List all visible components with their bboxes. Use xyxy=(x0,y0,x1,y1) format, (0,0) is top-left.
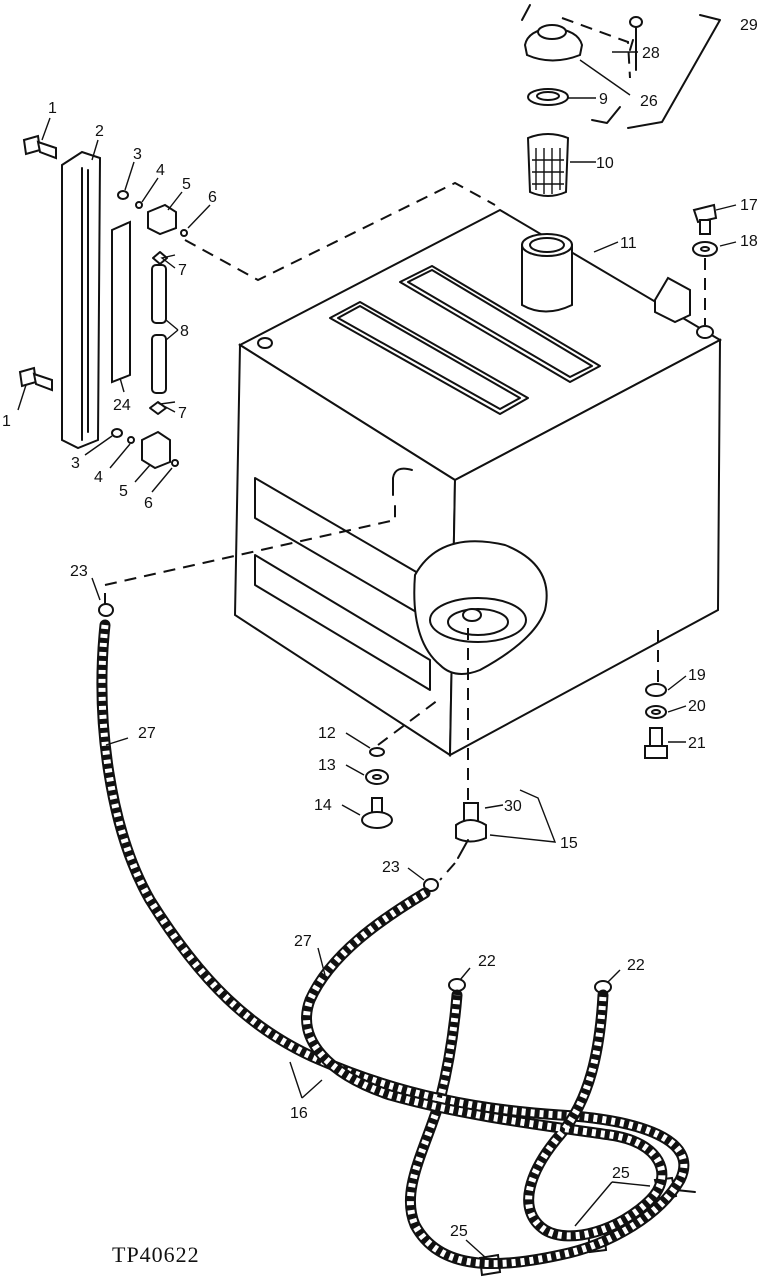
callout-3-top: 3 xyxy=(133,146,142,163)
callout-23-left: 23 xyxy=(70,563,88,580)
callout-26: 26 xyxy=(640,93,658,110)
callout-22-left: 22 xyxy=(478,953,496,970)
callout-30: 30 xyxy=(504,798,522,815)
callout-24: 24 xyxy=(113,397,131,414)
callout-1-top: 1 xyxy=(48,100,57,117)
callout-11: 11 xyxy=(620,235,637,252)
callout-16: 16 xyxy=(290,1105,308,1122)
tank-assembly xyxy=(233,208,723,757)
callout-13: 13 xyxy=(318,757,336,774)
callout-15: 15 xyxy=(560,835,578,852)
callout-23-center: 23 xyxy=(382,859,400,876)
callout-14: 14 xyxy=(314,797,332,814)
drain-hardware xyxy=(98,203,718,1277)
callout-28: 28 xyxy=(642,45,660,62)
callout-17: 17 xyxy=(740,197,758,214)
callout-5-bottom: 5 xyxy=(119,483,128,500)
callout-3-bottom: 3 xyxy=(71,455,80,472)
callout-6-bottom: 6 xyxy=(144,495,153,512)
callout-4-top: 4 xyxy=(156,162,165,179)
figure-code: TP40622 xyxy=(112,1242,200,1267)
callout-21: 21 xyxy=(688,735,706,752)
callout-8: 8 xyxy=(180,323,189,340)
callout-10: 10 xyxy=(596,155,614,172)
callout-22-right: 22 xyxy=(627,957,645,974)
callout-9: 9 xyxy=(599,91,608,108)
callout-7-top: 7 xyxy=(178,262,187,279)
callout-19: 19 xyxy=(688,667,706,684)
callout-29: 29 xyxy=(740,17,758,34)
callout-18: 18 xyxy=(740,233,758,250)
callout-4-bottom: 4 xyxy=(94,469,103,486)
assembly-lines xyxy=(104,181,706,881)
callout-7-bottom: 7 xyxy=(178,405,187,422)
leader-lines xyxy=(17,51,737,1259)
callout-12: 12 xyxy=(318,725,336,742)
callout-6-top: 6 xyxy=(208,189,217,206)
callout-2: 2 xyxy=(95,123,104,140)
sight-gauge-assembly xyxy=(18,134,188,470)
callout-labels: 1 2 3 4 5 6 7 8 24 7 1 3 4 5 6 29 28 26 … xyxy=(2,17,758,1240)
callout-27-center: 27 xyxy=(294,933,312,950)
callout-20: 20 xyxy=(688,698,706,715)
filler-cap-assembly xyxy=(521,4,721,197)
callout-25-left: 25 xyxy=(450,1223,468,1240)
callout-27-left: 27 xyxy=(138,725,156,742)
hose-assembly xyxy=(96,619,690,1270)
callout-5-top: 5 xyxy=(182,176,191,193)
callout-25-right: 25 xyxy=(612,1165,630,1182)
callout-1-bottom: 1 xyxy=(2,413,11,430)
